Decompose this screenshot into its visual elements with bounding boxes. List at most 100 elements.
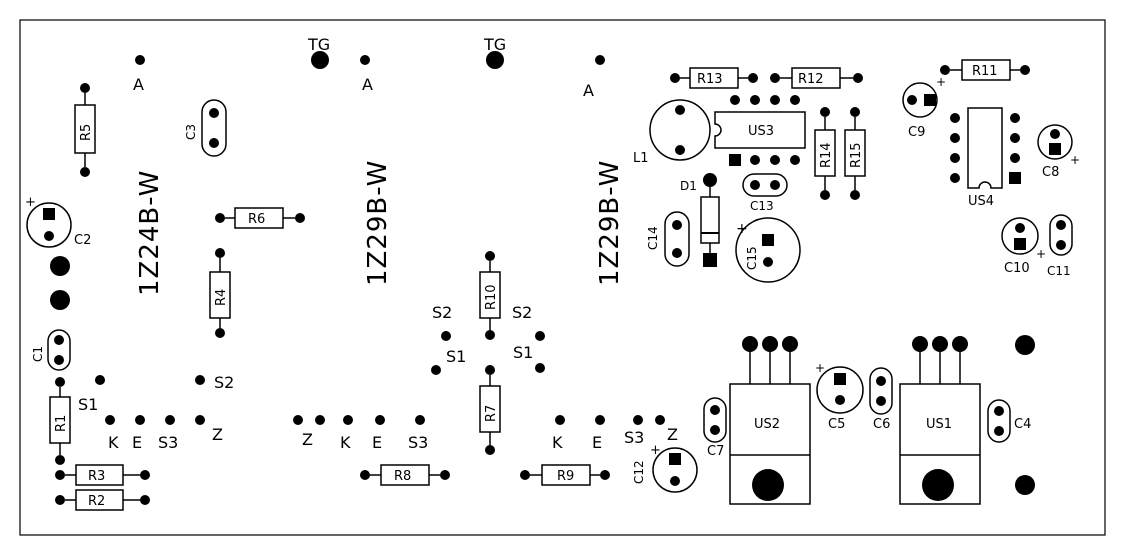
c7-label: C7 (707, 444, 724, 459)
r11-label: R11 (972, 64, 998, 79)
c13-label: C13 (750, 199, 774, 213)
capacitor-c9: + C9 (902, 75, 946, 140)
us4-label: US4 (968, 194, 994, 209)
pad (315, 415, 325, 425)
capacitor-c3: C3 (184, 99, 227, 157)
c9-label: C9 (908, 125, 925, 140)
c12-polarity: + (650, 443, 661, 458)
pad (343, 415, 353, 425)
capacitor-c10: + C10 (1001, 217, 1046, 276)
pin-k-label: K (340, 433, 351, 452)
capacitor-c12: + C12 (632, 443, 698, 493)
pin-k-label: K (108, 433, 119, 452)
pin-s2-label: S2 (432, 303, 452, 322)
diode-d1: D1 (680, 173, 720, 267)
resistor-r4: R4 (209, 248, 231, 338)
r2-label: R2 (88, 494, 105, 509)
r1-label: R1 (54, 415, 69, 432)
r13-label: R13 (697, 72, 723, 87)
r7-label: R7 (484, 405, 499, 422)
pin-s3-label: S3 (408, 433, 428, 452)
pin-z-label: Z (212, 425, 223, 444)
pin-s2-label: S2 (214, 373, 234, 392)
c8-label: C8 (1042, 165, 1059, 180)
tg-label: TG (307, 35, 330, 54)
ic-us2: US2 (729, 336, 811, 505)
capacitor-c4: C4 (987, 399, 1031, 443)
capacitor-c2: + C2 (25, 195, 91, 248)
pin-s1-label: S1 (446, 347, 466, 366)
pin-e-label: E (592, 433, 602, 452)
ic-us4: US4 (950, 107, 1021, 209)
pad (105, 415, 115, 425)
ic-us3: US3 (714, 95, 806, 166)
capacitor-c11: C11 (1047, 214, 1073, 278)
pad (135, 415, 145, 425)
pin-z-label: Z (302, 430, 313, 449)
c4-label: C4 (1014, 417, 1031, 432)
pad (195, 375, 205, 385)
r9-label: R9 (557, 469, 574, 484)
pad (415, 415, 425, 425)
capacitor-c5: + C5 (815, 361, 864, 432)
resistor-r7: R7 (479, 365, 501, 455)
anode-label: A (133, 75, 144, 94)
pin-s3-label: S3 (624, 428, 644, 447)
c10-polarity: + (1036, 247, 1046, 261)
pad (441, 331, 451, 341)
resistor-r10: R10 (479, 251, 501, 340)
c12-label: C12 (632, 460, 646, 484)
resistor-r2: R2 (55, 489, 150, 511)
c3-label: C3 (184, 124, 198, 140)
c8-polarity: + (1070, 153, 1080, 167)
inductor-l1: L1 (633, 99, 711, 166)
capacitor-c1: C1 (31, 329, 71, 371)
c2-polarity: + (25, 195, 36, 210)
pin-e-label: E (132, 433, 142, 452)
r3-label: R3 (88, 469, 105, 484)
mounting-pad (1015, 335, 1035, 355)
l1-label: L1 (633, 151, 649, 166)
anode-label: A (583, 81, 594, 100)
mounting-pad (50, 256, 70, 276)
us2-label: US2 (754, 417, 780, 432)
r14-label: R14 (819, 142, 834, 168)
pad (431, 365, 441, 375)
capacitor-c7: C7 (703, 397, 727, 459)
pad (633, 415, 643, 425)
mounting-pad (486, 51, 504, 69)
mounting-pad (311, 51, 329, 69)
pad (535, 363, 545, 373)
pin-s1-label: S1 (78, 395, 98, 414)
resistor-r8: R8 (360, 464, 450, 486)
r8-label: R8 (394, 469, 411, 484)
resistor-r9: R9 (520, 464, 610, 486)
capacitor-c8: + C8 (1037, 124, 1080, 180)
board-outline (19, 19, 1106, 536)
pad (535, 331, 545, 341)
c9-polarity: + (936, 75, 946, 89)
c15-label: C15 (745, 246, 759, 270)
tube-2-label: 1Z29B-W (363, 160, 393, 286)
r10-label: R10 (484, 284, 499, 310)
c11-label: C11 (1047, 264, 1071, 278)
c10-label: C10 (1004, 261, 1030, 276)
pad (165, 415, 175, 425)
tube-1-label: 1Z24B-W (135, 170, 165, 296)
d1-label: D1 (680, 179, 697, 193)
pad (293, 415, 303, 425)
resistor-r6: R6 (215, 207, 305, 229)
pad (595, 55, 605, 65)
pin-z-label: Z (667, 425, 678, 444)
mounting-pad (50, 290, 70, 310)
anode-label: A (362, 75, 373, 94)
capacitor-c13: C13 (742, 173, 788, 213)
r5-label: R5 (79, 124, 94, 141)
r4-label: R4 (214, 289, 229, 306)
capacitor-c14: C14 (646, 211, 690, 267)
pad (360, 55, 370, 65)
c5-polarity: + (815, 361, 825, 375)
resistor-r1: R1 (49, 377, 71, 465)
resistor-r15: R15 (844, 107, 866, 200)
